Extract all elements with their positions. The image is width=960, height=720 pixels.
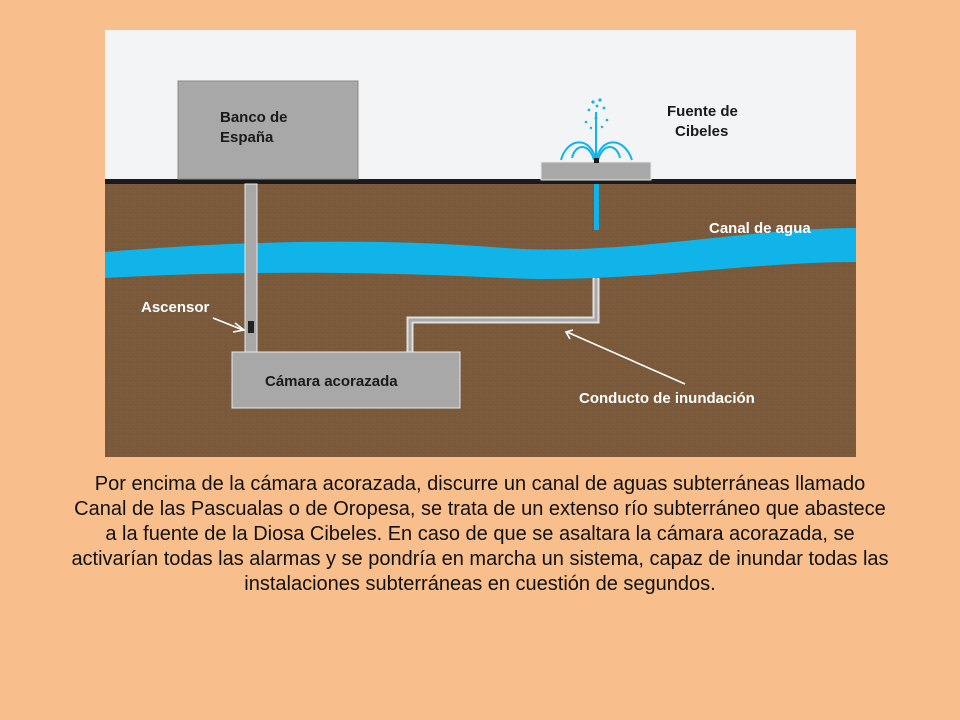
fountain-spray-icon xyxy=(584,98,609,130)
surface-line xyxy=(105,179,856,184)
elevator-label: Ascensor xyxy=(141,299,210,316)
fountain-label-line2: Cibeles xyxy=(675,123,728,140)
vault-chamber xyxy=(231,351,461,409)
bank-building xyxy=(177,80,359,180)
water-canal xyxy=(105,228,856,280)
caption-text: Por encima de la cámara acorazada, discu… xyxy=(71,473,889,595)
elevator-car xyxy=(248,321,254,333)
vault-label: Cámara acorazada xyxy=(265,373,398,390)
fountain-base xyxy=(540,161,652,181)
elevator-arrow-icon xyxy=(212,317,246,333)
conduit-label: Conducto de inundación xyxy=(579,390,755,407)
fountain-label-line1: Fuente de xyxy=(667,103,738,120)
bank-label-line1: Banco de xyxy=(220,109,288,126)
canal-label: Canal de agua xyxy=(709,220,811,237)
conduit-arrow-icon xyxy=(564,329,686,385)
fountain-nozzle xyxy=(594,158,599,163)
fountain-water-icon xyxy=(560,112,633,161)
bank-label-line2: España xyxy=(220,129,274,146)
fountain-pipe xyxy=(594,184,599,230)
bank-vault-diagram: Banco de España Fuente de Cibeles Cámara… xyxy=(105,30,856,457)
